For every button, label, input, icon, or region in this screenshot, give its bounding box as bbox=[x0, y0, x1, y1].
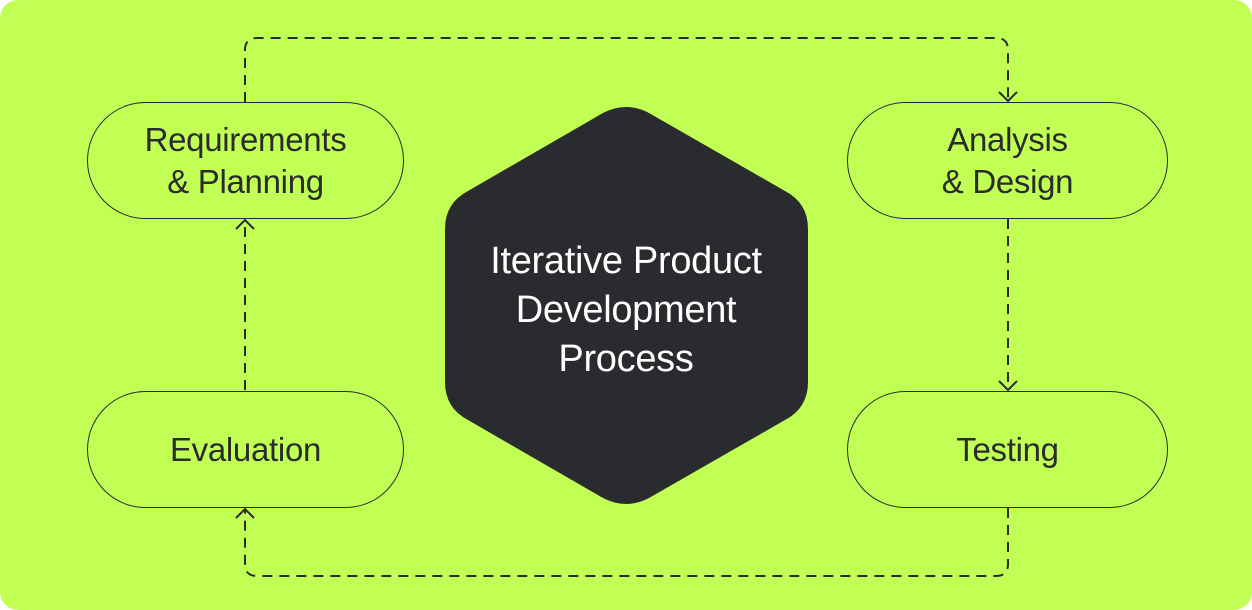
hub-title-line-3: Process bbox=[558, 337, 694, 380]
stage-label-line-2: & Planning bbox=[167, 162, 324, 200]
connector-requirements-to-analysis bbox=[244, 37, 1009, 102]
stage-label: Evaluation bbox=[169, 430, 322, 468]
arrowhead-down-icon bbox=[998, 91, 1018, 103]
hub-title: Iterative Product Development Process bbox=[445, 240, 807, 380]
stage-requirements-planning: Requirements & Planning bbox=[87, 102, 404, 219]
stage-label-line-2: & Design bbox=[941, 162, 1074, 200]
arrowhead-up-icon bbox=[235, 218, 255, 230]
stage-analysis-design: Analysis & Design bbox=[847, 102, 1168, 219]
connector-testing-to-evaluation bbox=[244, 508, 1009, 577]
stage-label-line-1: Requirements bbox=[144, 120, 347, 158]
stage-evaluation: Evaluation bbox=[87, 391, 404, 508]
hub-hexagon bbox=[445, 107, 808, 504]
arrowhead-down-icon bbox=[998, 380, 1018, 392]
arrowhead-up-icon bbox=[235, 507, 255, 519]
stage-testing: Testing bbox=[847, 391, 1168, 508]
stage-label-line-1: Analysis bbox=[947, 120, 1068, 158]
hub-title-line-1: Iterative Product bbox=[490, 239, 762, 282]
stage-label: Testing bbox=[956, 430, 1059, 468]
hub-title-line-2: Development bbox=[515, 288, 737, 331]
